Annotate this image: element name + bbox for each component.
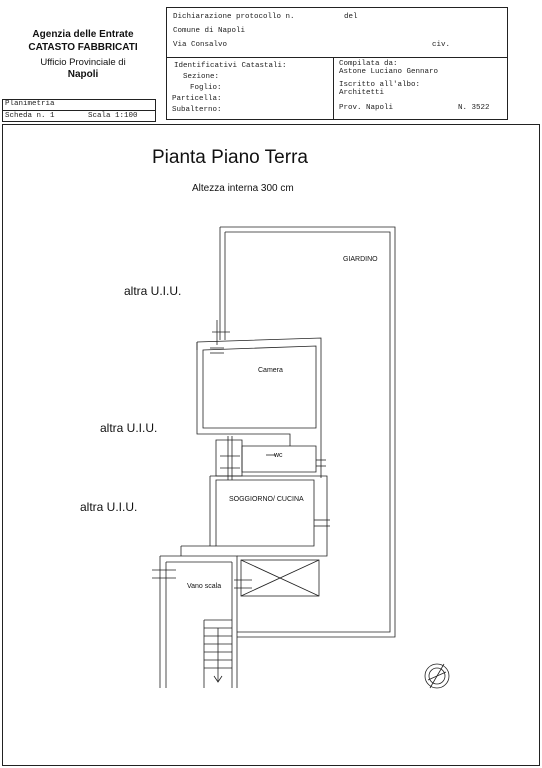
soggiorno-walls [210, 475, 328, 557]
foglio-label: Foglio: [190, 84, 222, 92]
planimetria-label: Planimetria [5, 100, 55, 108]
del-label: del [344, 13, 358, 21]
plan-subtitle: Altezza interna 300 cm [192, 183, 294, 194]
compilata-label: Compilata da: [339, 60, 398, 68]
sheet-info-divider [2, 110, 156, 111]
identificativi-label: Identificativi Catastali: [174, 62, 287, 70]
civ-label: civ. [432, 41, 451, 49]
albo-value: Architetti [339, 89, 385, 97]
altra-uiu-label-2: altra U.I.U. [100, 421, 158, 435]
agency-name: Agenzia delle Entrate [32, 29, 134, 40]
giardino-label: GIARDINO [343, 256, 378, 263]
camera-walls [196, 337, 322, 456]
altra-uiu-label-1: altra U.I.U. [124, 284, 182, 298]
office-city: Napoli [67, 69, 99, 80]
vano-scala-walls [160, 555, 238, 688]
altra-uiu-label-3: altra U.I.U. [80, 500, 138, 514]
catasto-title: CATASTO FABBRICATI [28, 42, 138, 53]
plan-title: Pianta Piano Terra [152, 147, 308, 168]
sezione-label: Sezione: [183, 73, 220, 81]
scheda-label: Scheda n. 1 [5, 112, 55, 120]
iscritto-label: Iscritto all'albo: [339, 81, 421, 89]
compilatore-name: Astone Luciano Gennaro [339, 68, 439, 76]
header-column-divider [333, 57, 334, 120]
wc-label: wc [274, 452, 283, 459]
garden-wall-outer [220, 226, 396, 638]
void-box [240, 559, 320, 597]
garden-wall-inner [225, 231, 391, 633]
header-divider [166, 57, 508, 58]
dichiarazione-label: Dichiarazione protocollo n. [173, 13, 295, 21]
camera-label: Camera [258, 367, 283, 374]
comune-label: Comune di Napoli [173, 27, 246, 35]
office-name: Ufficio Provinciale di [40, 57, 126, 68]
particella-label: Particella: [172, 95, 222, 103]
stairs [204, 619, 232, 683]
numero-label: N. 3522 [458, 104, 490, 112]
scala-label: Scala 1:100 [88, 112, 138, 120]
vano-scala-label: Vano scala [187, 583, 222, 590]
prov-label: Prov. Napoli [339, 104, 394, 112]
header-table [166, 7, 508, 120]
north-symbol-icon [424, 663, 450, 689]
via-label: Via Consalvo [173, 41, 228, 49]
subalterno-label: Subalterno: [172, 106, 222, 114]
soggiorno-label: SOGGIORNO/ CUCINA [229, 496, 304, 503]
drawing-frame [2, 124, 540, 766]
wc-walls [241, 445, 317, 473]
